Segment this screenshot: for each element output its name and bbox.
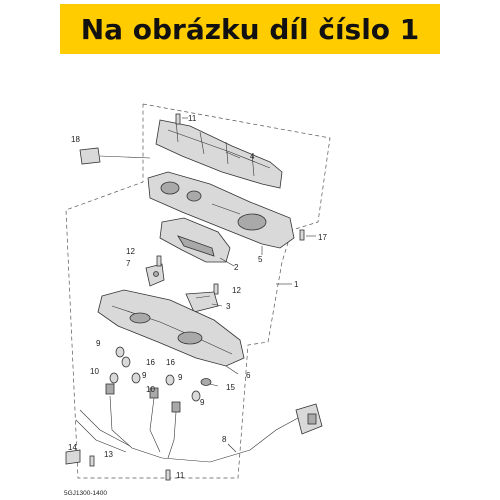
title-banner: Na obrázku díl číslo 1 bbox=[60, 4, 440, 54]
banner-title: Na obrázku díl číslo 1 bbox=[80, 12, 420, 46]
callout-16-a: 16 bbox=[146, 358, 155, 367]
part-8-harness bbox=[75, 395, 323, 463]
callout-7: 7 bbox=[126, 259, 131, 268]
part-2-dial-plate bbox=[159, 217, 231, 263]
part-11-screw-top bbox=[175, 113, 181, 125]
callout-9-b: 9 bbox=[142, 371, 147, 380]
callout-9-a: 9 bbox=[96, 339, 101, 348]
part-14-clip bbox=[65, 449, 81, 465]
callout-1: 1 bbox=[294, 280, 299, 289]
part-13-screw bbox=[89, 455, 95, 467]
diagram-code: 5GJ1300-1400 bbox=[64, 490, 107, 497]
callout-14: 14 bbox=[68, 443, 77, 452]
callout-12-b: 12 bbox=[232, 286, 241, 295]
part-3-bracket bbox=[185, 291, 219, 313]
callout-9-c: 9 bbox=[178, 373, 183, 382]
callout-4: 4 bbox=[250, 152, 255, 161]
callout-13: 13 bbox=[104, 450, 113, 459]
callout-10-b: 10 bbox=[146, 385, 155, 394]
part-4-cover bbox=[155, 119, 283, 189]
part-11-screw-bottom bbox=[165, 469, 171, 481]
part-7-bracket bbox=[145, 263, 165, 287]
callout-3: 3 bbox=[226, 302, 231, 311]
callout-10-a: 10 bbox=[90, 367, 99, 376]
assembly-boundary bbox=[65, 103, 331, 479]
callout-9-d: 9 bbox=[200, 398, 205, 407]
callout-12-a: 12 bbox=[126, 247, 135, 256]
callout-2: 2 bbox=[234, 263, 239, 272]
part-17-screw bbox=[299, 229, 305, 241]
callout-16-b: 16 bbox=[166, 358, 175, 367]
bulb-sockets bbox=[105, 346, 201, 413]
part-15-grommet bbox=[200, 378, 212, 386]
callout-11-bottom: 11 bbox=[176, 471, 185, 480]
callout-17: 17 bbox=[318, 233, 327, 242]
part-6-lower-case bbox=[97, 289, 245, 367]
part-18-connector bbox=[79, 147, 101, 165]
part-5-bezel bbox=[147, 171, 295, 249]
part-12-screw-b bbox=[213, 283, 219, 295]
callout-15: 15 bbox=[226, 383, 235, 392]
callout-8: 8 bbox=[222, 435, 227, 444]
callout-6: 6 bbox=[246, 371, 251, 380]
leader-lines bbox=[99, 117, 316, 453]
part-12-screw-a bbox=[156, 255, 162, 267]
callout-18: 18 bbox=[71, 135, 80, 144]
callout-11-top: 11 bbox=[188, 114, 197, 123]
callout-5: 5 bbox=[258, 255, 263, 264]
